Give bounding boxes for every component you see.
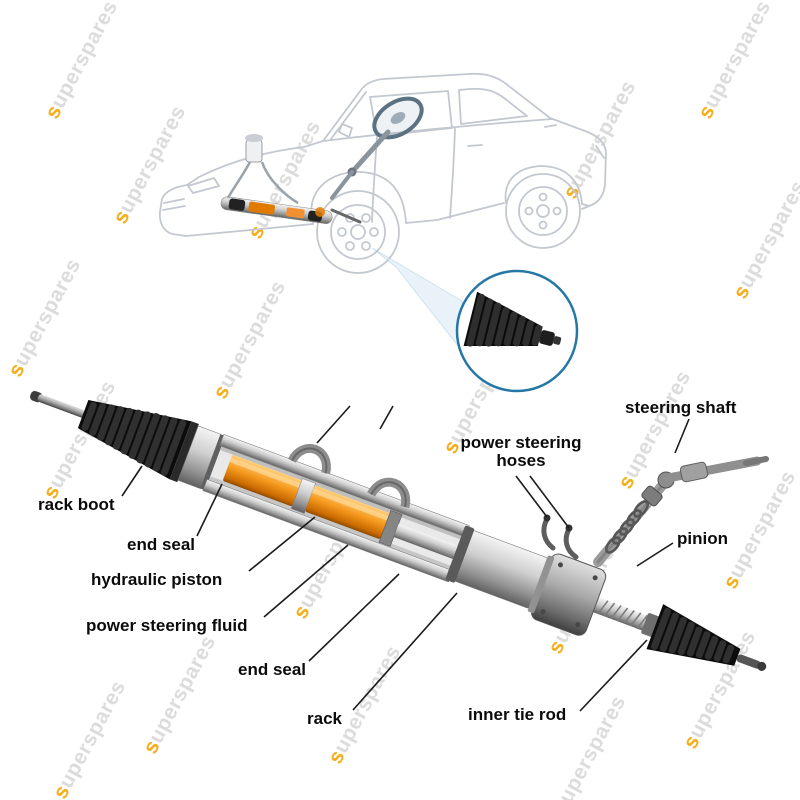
car-body-outline [158, 72, 607, 237]
leader-rack [352, 592, 458, 711]
leader-end-seal-right [308, 573, 400, 662]
power-steering-fluid-part [305, 485, 390, 539]
car-steering-system-highlight [220, 96, 424, 224]
rack-teeth [597, 600, 648, 630]
leader-pinion [636, 542, 674, 567]
leader-end-seal-left [196, 483, 223, 537]
leader-hose-2 [529, 475, 570, 529]
leader-hose-1 [515, 475, 548, 518]
steering-shaft-assembly [593, 456, 769, 567]
side-window-rear [458, 87, 528, 125]
car-illustration [158, 72, 607, 274]
label-inner-tie-rod: inner tie rod [468, 705, 567, 724]
tail-light [595, 145, 605, 159]
label-power-steering-hoses: power steering hoses [460, 433, 582, 471]
rear-wheel [505, 173, 581, 249]
hydraulic-piston-part [223, 455, 302, 507]
car-tie-rod [330, 208, 362, 224]
leader-bracket-2 [379, 405, 394, 430]
car-steering-rack [220, 196, 333, 224]
steering-rack-assembly [30, 390, 767, 671]
rack-boot-right [646, 604, 741, 666]
label-hydraulic-piston: hydraulic piston [91, 570, 223, 589]
label-end-seal-right: end seal [238, 660, 307, 679]
zoom-beam [371, 247, 471, 363]
steering-wheel [372, 96, 424, 140]
power-steering-hoses-part [541, 514, 579, 560]
label-power-steering-fluid: power steering fluid [86, 616, 248, 635]
front-wheel [316, 190, 400, 274]
rack-boot-left [77, 399, 199, 483]
leader-inner-tie-rod [579, 639, 648, 712]
label-rack-boot: rack boot [38, 495, 115, 514]
power-steering-pump [226, 134, 299, 205]
label-steering-shaft: steering shaft [625, 398, 737, 417]
magnifier-inset [371, 247, 579, 393]
side-mirror [338, 123, 353, 138]
label-end-seal-left: end seal [127, 535, 196, 554]
pinion-coil-spring [605, 500, 649, 554]
leader-lines [121, 405, 690, 712]
rear-wheel-arch [504, 165, 583, 205]
inset-rack-boot [463, 291, 562, 347]
leader-power-steering-fluid [263, 544, 349, 618]
leader-bracket-1 [316, 405, 351, 444]
leader-steering-shaft [674, 418, 690, 454]
headlight [187, 177, 220, 194]
end-seal-right-part [445, 525, 475, 583]
grille-lines [162, 198, 186, 211]
leader-rack-boot [121, 465, 143, 497]
steering-column [349, 129, 391, 175]
tie-rod-end-right [757, 661, 767, 671]
label-pinion: pinion [677, 529, 728, 548]
leader-hydraulic-piston [248, 516, 316, 572]
label-rack: rack [307, 709, 342, 728]
door-handles [467, 124, 557, 147]
